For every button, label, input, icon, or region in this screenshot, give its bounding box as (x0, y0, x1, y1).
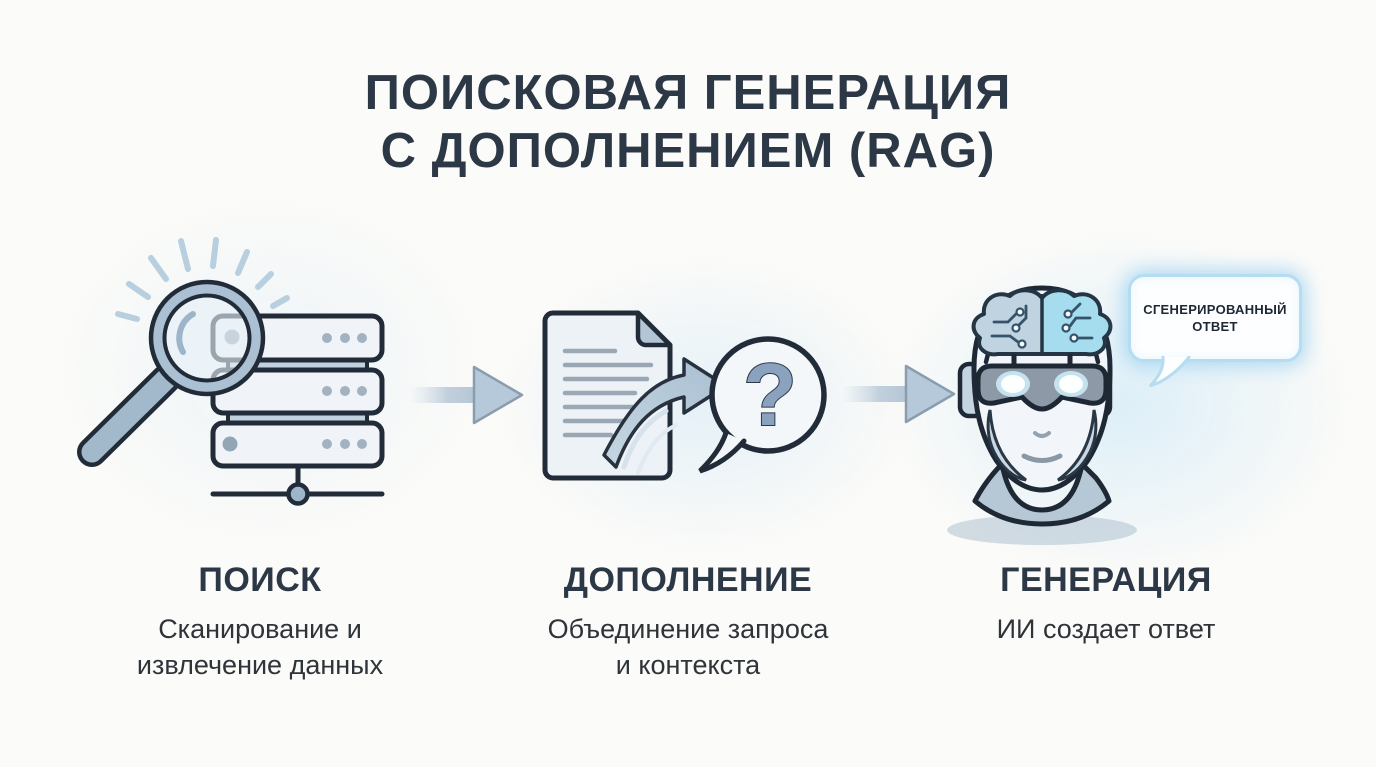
cheek-plates (986, 409, 1098, 482)
question-bubble-icon: ? (698, 336, 827, 474)
ai-brain-icon (971, 288, 1113, 366)
title-line: ПОИСКОВАЯ ГЕНЕРАЦИЯ (364, 66, 1012, 120)
bubble-text-line: ОТВЕТ (1192, 319, 1238, 334)
generated-answer-bubble: СГЕНЕРИРОВАННЫЙ ОТВЕТ (1128, 274, 1302, 388)
sparkle-rays-icon (115, 237, 290, 322)
network-line-icon (210, 463, 385, 506)
document-question-icon: ? (542, 310, 827, 481)
step-description: Объединение запроса и контекста (547, 614, 829, 680)
step-description: Сканирование и извлечение данных (136, 614, 384, 680)
motion-lines (621, 408, 678, 475)
step-label: ГЕНЕРАЦИЯ (1000, 561, 1212, 599)
step-label: ДОПОЛНЕНИЕ (563, 561, 813, 599)
merge-arrow-icon (602, 357, 728, 469)
glowing-eyes-icon (996, 371, 1088, 397)
magnifier-icon (77, 279, 266, 467)
step-search: ПОИСК Сканирование и извлечение данных (50, 560, 470, 683)
shoulder-shadow (947, 515, 1137, 545)
flow-arrow-icon (842, 364, 956, 424)
question-mark: ? (743, 345, 797, 444)
server-stack-icon (210, 313, 385, 469)
step-label: ПОИСК (198, 561, 322, 599)
robot-neck (972, 461, 1112, 527)
page-title: ПОИСКОВАЯ ГЕНЕРАЦИЯ С ДОПОЛНЕНИЕМ (RAG) (0, 64, 1376, 180)
step-description: ИИ создает ответ (996, 614, 1216, 644)
step-generation: ГЕНЕРАЦИЯ ИИ создает ответ (896, 560, 1316, 647)
step-augmentation: ДОПОЛНЕНИЕ Объединение запроса и контекс… (478, 560, 898, 683)
robot-visor-icon (975, 363, 1109, 412)
circuit-traces (990, 302, 1094, 344)
title-line: С ДОПОЛНЕНИЕМ (RAG) (380, 124, 996, 178)
bubble-tail-icon (1148, 356, 1191, 388)
circuit-nodes (1011, 307, 1079, 349)
robot-nose (1033, 431, 1051, 438)
magnifier-database-icon (77, 237, 385, 506)
document-text-lines (562, 348, 654, 438)
robot-mouth (1021, 453, 1063, 463)
flow-arrow-icon (410, 365, 524, 425)
ai-robot-head-icon (947, 285, 1137, 545)
bubble-text-line: СГЕНЕРИРОВАННЫЙ (1143, 302, 1287, 317)
